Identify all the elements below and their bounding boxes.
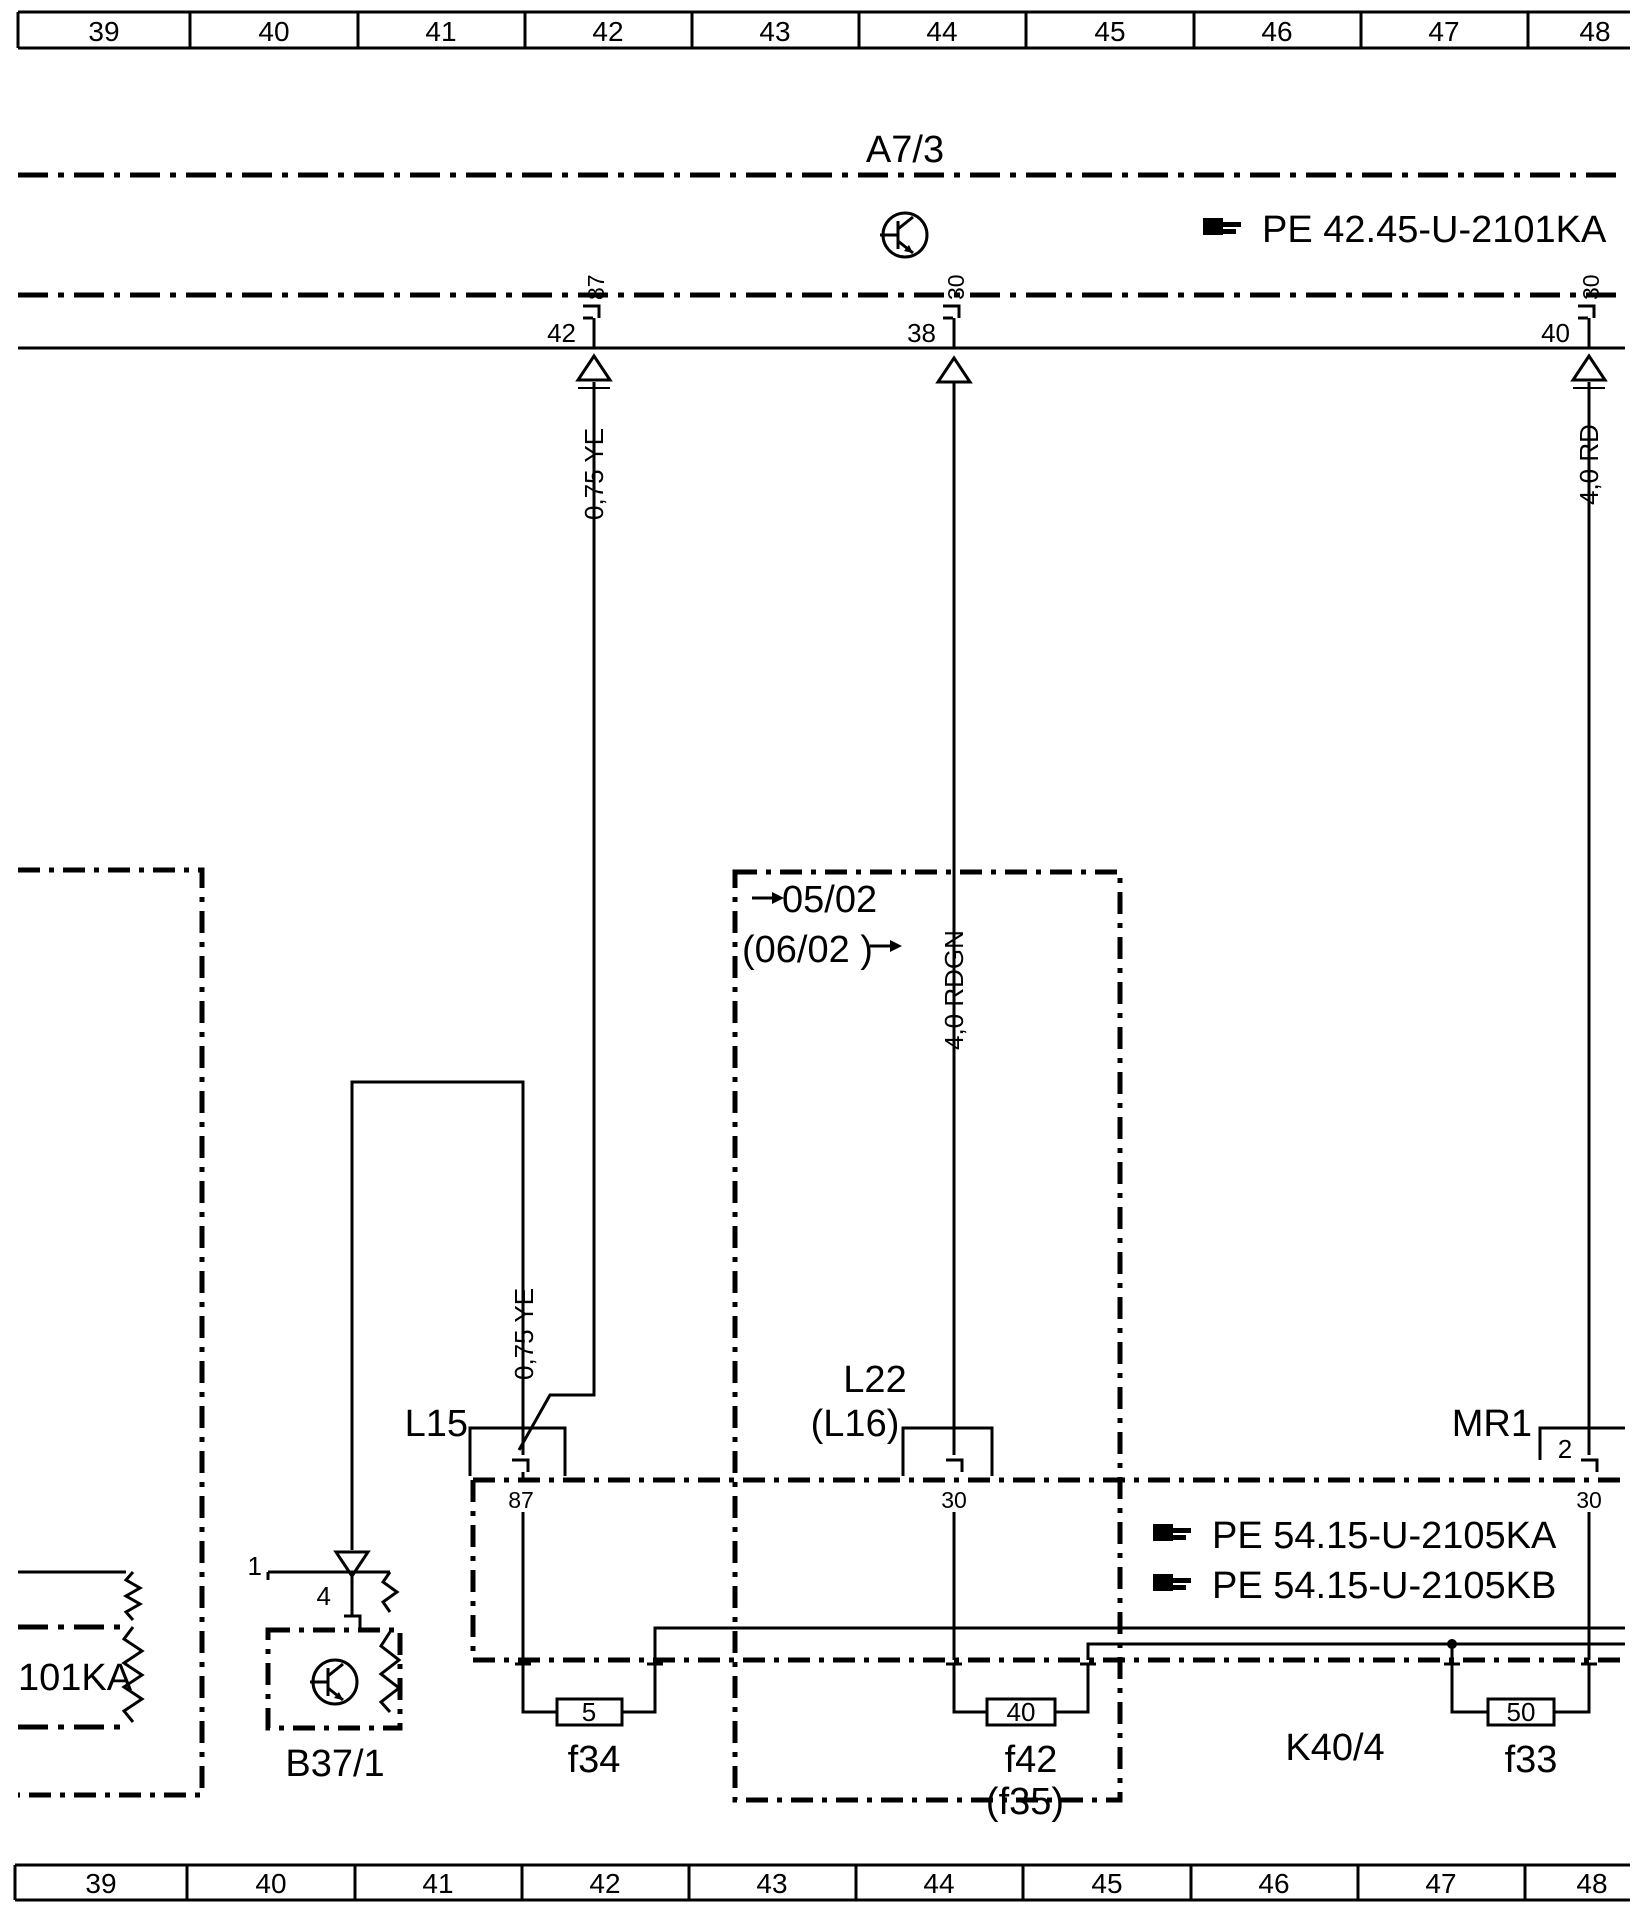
fuse-f42-rating: 40: [1007, 1697, 1036, 1727]
l15-terminal: 87: [508, 1487, 534, 1513]
relay-module-label: K40/4: [1285, 1727, 1384, 1769]
wire-label-0-75-ye-lower: 0,75 YE: [509, 1288, 539, 1380]
sensor-label: B37/1: [285, 1743, 384, 1785]
bottom-grid-col-43: 43: [756, 1868, 787, 1899]
hand-pointer-icon: [1153, 1524, 1191, 1541]
sensor-transistor-icon: [310, 1658, 359, 1706]
bottom-grid-col-40: 40: [255, 1868, 286, 1899]
arrow-right-icon: [752, 892, 784, 904]
a7-pin-left: 87 42: [547, 274, 609, 348]
wire-label-4-0-rdgn: 4,0 RDGN: [939, 930, 969, 1050]
control-unit-label: A7/3: [866, 129, 944, 171]
bottom-grid-col-42: 42: [589, 1868, 620, 1899]
top-grid-col-43: 43: [759, 16, 790, 47]
a7-pin-left-terminal: 87: [583, 274, 609, 300]
hand-pointer-icon: [1153, 1574, 1191, 1591]
top-grid-col-40: 40: [258, 16, 289, 47]
connector-l22-label: L22: [843, 1359, 906, 1401]
wire-0-75-ye-upper: [517, 382, 596, 1451]
transistor-icon: [880, 211, 929, 259]
bottom-grid-col-47: 47: [1425, 1868, 1456, 1899]
top-grid-ruler: 39 40 41 42 43 44 45 46 47 48: [16, 10, 1630, 50]
a7-pin-right-number: 40: [1541, 318, 1570, 348]
fuse-f42: 40 f42 (f35): [946, 1662, 1096, 1823]
connector-arrows-top: [575, 353, 1608, 384]
a7-pin-mid: 30 38: [907, 274, 969, 348]
bottom-grid-col-39: 39: [85, 1868, 116, 1899]
connector-l15: L15 87: [405, 1403, 567, 1513]
fuse-f33-label: f33: [1505, 1739, 1558, 1781]
bottom-grid-col-44: 44: [923, 1868, 954, 1899]
mr1-terminal: 30: [1576, 1487, 1602, 1513]
a7-pin-right: 30 40: [1541, 274, 1604, 348]
fuse-f42-label: f42: [1005, 1739, 1058, 1781]
sensor-pin-1: 1: [248, 1551, 262, 1581]
sensor-pin-4: 4: [317, 1581, 331, 1611]
top-grid-col-44: 44: [926, 16, 957, 47]
left-partial-component: 101KA: [18, 867, 205, 1798]
top-grid-col-45: 45: [1094, 16, 1125, 47]
arrow-right-icon: [870, 940, 902, 952]
fuse-f33: 50 f33: [1444, 1662, 1597, 1781]
a7-pin-left-number: 42: [547, 318, 576, 348]
bottom-grid-col-41: 41: [422, 1868, 453, 1899]
hand-pointer-icon: [1203, 218, 1241, 235]
fuse-f34: 5 f34: [515, 1662, 663, 1781]
relay-module-ref-b: PE 54.15-U-2105KB: [1212, 1565, 1556, 1607]
bottom-grid-col-46: 46: [1258, 1868, 1289, 1899]
l22-terminal: 30: [941, 1487, 967, 1513]
fuse-f33-rating: 50: [1507, 1697, 1536, 1727]
relay-module-ref-a: PE 54.15-U-2105KA: [1212, 1515, 1557, 1557]
connector-l16-label: (L16): [811, 1403, 900, 1445]
connector-l15-label: L15: [405, 1403, 468, 1445]
relay-module-k40-4: PE 54.15-U-2105KA PE 54.15-U-2105KB K40/…: [470, 1477, 1625, 1769]
connector-mr1-label: MR1: [1452, 1403, 1532, 1445]
date-note-1: 05/02: [782, 879, 877, 921]
wire-label-0-75-ye-upper: 0,75 YE: [579, 428, 609, 520]
wire-label-4-0-rd: 4,0 RD: [1574, 424, 1604, 505]
top-grid-col-42: 42: [592, 16, 623, 47]
bottom-grid-col-45: 45: [1091, 1868, 1122, 1899]
top-grid-col-39: 39: [88, 16, 119, 47]
top-grid-col-48: 48: [1579, 16, 1610, 47]
connector-l22: L22 (L16) 30: [811, 1359, 994, 1513]
control-unit-a7-3: A7/3 PE 42.45-U-2101KA: [18, 129, 1625, 350]
connector-mr1: MR1 2 30: [1452, 1403, 1625, 1513]
left-partial-ref: 101KA: [18, 1657, 133, 1699]
control-unit-reference: PE 42.45-U-2101KA: [1262, 209, 1607, 251]
a7-pin-right-terminal: 30: [1578, 274, 1604, 300]
a7-pin-mid-number: 38: [907, 318, 936, 348]
bottom-grid-col-48: 48: [1576, 1868, 1607, 1899]
date-note-2: (06/02 ): [742, 929, 873, 971]
top-grid-col-46: 46: [1261, 16, 1292, 47]
a7-pin-mid-terminal: 30: [943, 274, 969, 300]
fuse-f34-rating: 5: [582, 1697, 596, 1727]
wire-0-75-ye-lower: [350, 1080, 525, 1550]
sensor-b37-1: 1 4 B37/1: [248, 1550, 403, 1785]
top-grid-col-41: 41: [425, 16, 456, 47]
fuse-f34-label: f34: [568, 1739, 621, 1781]
mr1-pin: 2: [1558, 1434, 1572, 1464]
fuse-f42-alt-label: (f35): [986, 1781, 1064, 1823]
bottom-grid-ruler: 39 40 41 42 43 44 45 46 47 48: [13, 1863, 1630, 1902]
date-variant-box: 05/02 (06/02 ): [732, 869, 1123, 1803]
top-grid-col-47: 47: [1428, 16, 1459, 47]
